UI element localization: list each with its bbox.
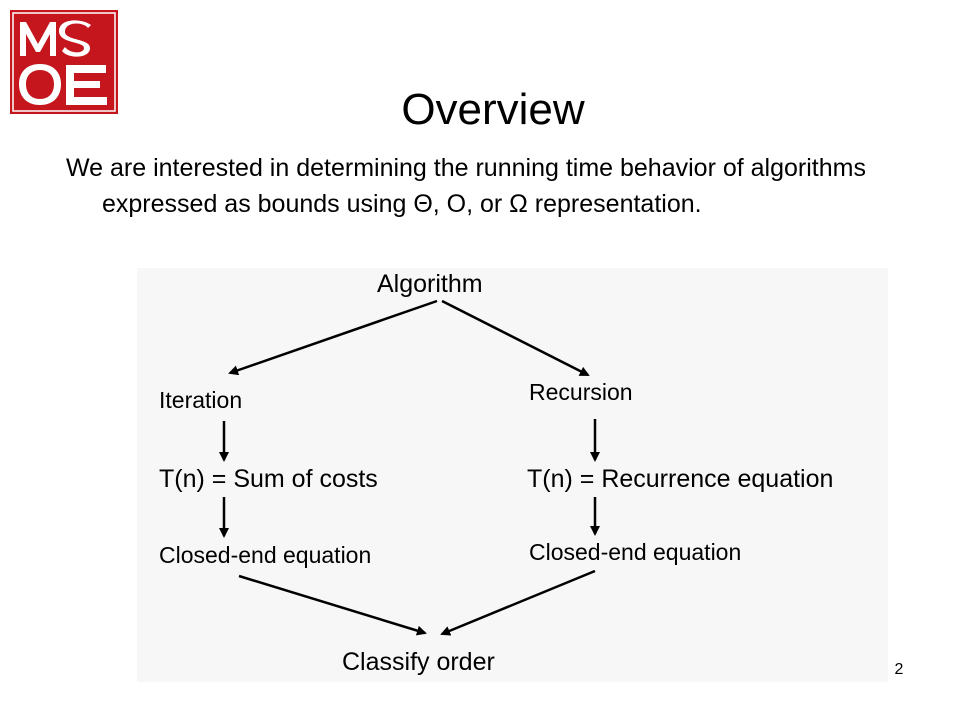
arrow-algorithm-to-iteration bbox=[228, 299, 438, 376]
node-algorithm: Algorithm bbox=[377, 270, 483, 298]
slide-body-text: We are interested in determining the run… bbox=[66, 154, 866, 218]
algorithm-analysis-diagram: Algorithm Iteration Recursion T(n) = Sum… bbox=[137, 268, 888, 682]
arrow-algorithm-to-recursion bbox=[441, 299, 590, 377]
arrow-right-closed-end-to-classify bbox=[440, 569, 596, 636]
slide-title: Overview bbox=[401, 85, 585, 134]
node-sum-of-costs: T(n) = Sum of costs bbox=[159, 465, 378, 493]
diagram-canvas: Algorithm Iteration Recursion T(n) = Sum… bbox=[159, 270, 833, 676]
node-iteration: Iteration bbox=[159, 387, 242, 413]
node-recurrence-equation: T(n) = Recurrence equation bbox=[527, 465, 833, 493]
msoe-logo bbox=[10, 10, 118, 114]
node-closed-end-right: Closed-end equation bbox=[529, 539, 741, 565]
page-number: 2 bbox=[894, 661, 904, 678]
msoe-logo-mark bbox=[10, 10, 118, 114]
node-classify-order: Classify order bbox=[342, 648, 495, 676]
arrow-left-closed-end-to-classify bbox=[238, 574, 427, 636]
node-recursion: Recursion bbox=[529, 379, 633, 405]
node-closed-end-left: Closed-end equation bbox=[159, 542, 371, 568]
